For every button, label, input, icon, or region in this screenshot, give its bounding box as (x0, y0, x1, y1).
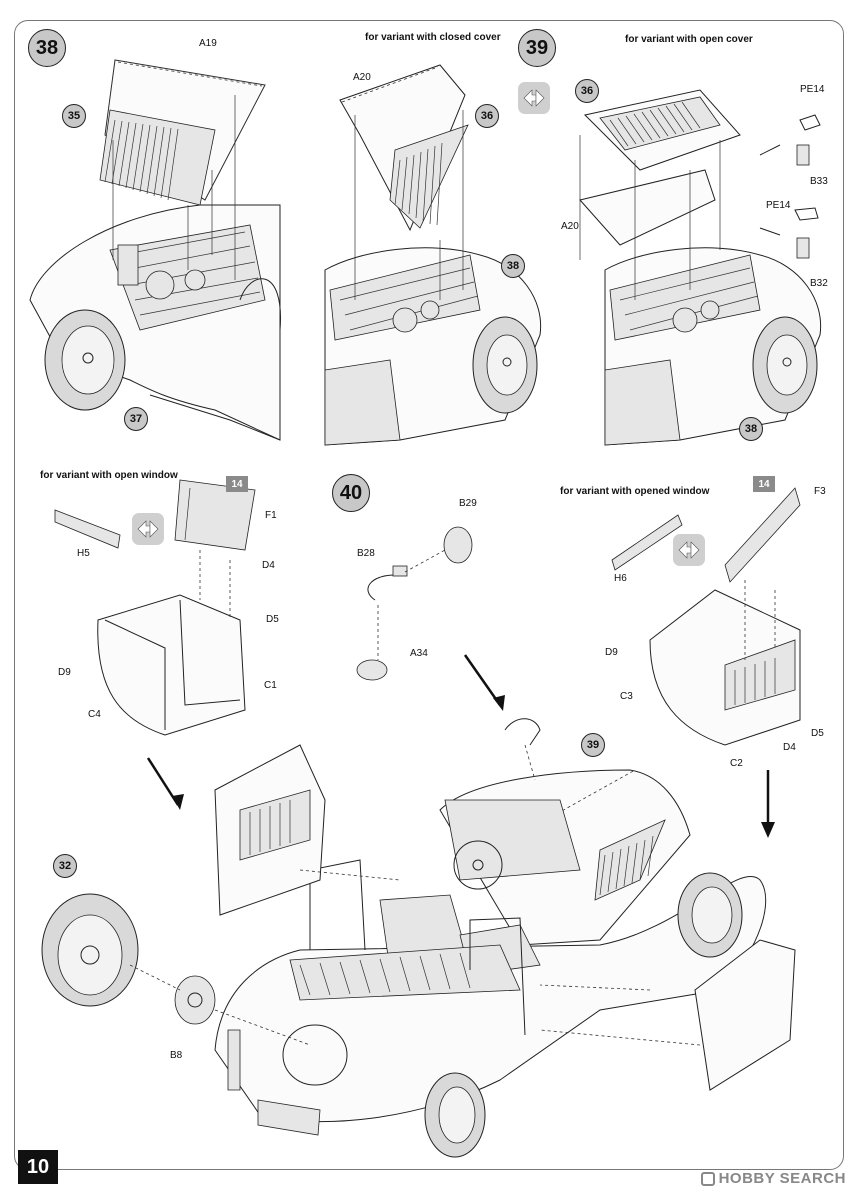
reference-step: 39 (581, 733, 605, 757)
part-label: D9 (58, 667, 71, 678)
caption-opened-window: for variant with opened window (560, 486, 710, 497)
direction-arrows (146, 654, 775, 838)
option-arrows-icon (132, 513, 164, 545)
step40-drawing (356, 526, 473, 681)
step-number: 38 (28, 29, 66, 67)
part-label: A20 (561, 221, 579, 232)
step-number: 39 (518, 29, 556, 67)
part-label: H5 (77, 548, 90, 559)
option-arrows-icon (518, 82, 550, 114)
reference-step: 37 (124, 407, 148, 431)
step-number: 40 (332, 474, 370, 512)
part-label: A19 (199, 38, 217, 49)
reference-step: 38 (501, 254, 525, 278)
part-label: A20 (353, 72, 371, 83)
part-label: C2 (730, 758, 743, 769)
option-arrows-icon (673, 534, 705, 566)
part-label: D4 (262, 560, 275, 571)
sheet-reference: 14 (226, 476, 248, 492)
watermark: HOBBY SEARCH (700, 1170, 846, 1187)
part-label: D9 (605, 647, 618, 658)
caption-open-window: for variant with open window (40, 470, 178, 481)
page-number: 10 (18, 1150, 58, 1184)
caption-open-cover: for variant with open cover (625, 34, 753, 45)
part-label: F1 (265, 510, 277, 521)
closed-cover-drawing (324, 64, 542, 446)
part-label: B33 (810, 176, 828, 187)
caption-closed-cover: for variant with closed cover (365, 32, 501, 43)
part-label: PE14 (766, 200, 791, 211)
watermark-text: HOBBY SEARCH (718, 1170, 846, 1187)
part-label: C3 (620, 691, 633, 702)
part-label: A34 (410, 648, 428, 659)
part-label: D4 (783, 742, 796, 753)
page-frame (14, 20, 844, 1170)
part-label: B8 (170, 1050, 183, 1061)
reference-step: 32 (53, 854, 77, 878)
opened-window-drawing (611, 487, 801, 746)
part-label: B28 (357, 548, 375, 559)
main-car-drawing (41, 718, 796, 1158)
part-label: C1 (264, 680, 277, 691)
sheet-reference: 14 (753, 476, 775, 492)
reference-step: 36 (575, 79, 599, 103)
part-label: C4 (88, 709, 101, 720)
open-window-drawing (54, 479, 256, 736)
part-label: D5 (811, 728, 824, 739)
part-label: B32 (810, 278, 828, 289)
part-label: D5 (266, 614, 279, 625)
step38-drawing (29, 59, 281, 441)
part-label: F3 (814, 486, 826, 497)
step39-drawing (579, 89, 822, 446)
reference-step: 35 (62, 104, 86, 128)
part-label: B29 (459, 498, 477, 509)
hobby-search-logo-icon (700, 1172, 715, 1186)
reference-step: 36 (475, 104, 499, 128)
reference-step: 38 (739, 417, 763, 441)
part-label: PE14 (800, 84, 825, 95)
part-label: H6 (614, 573, 627, 584)
